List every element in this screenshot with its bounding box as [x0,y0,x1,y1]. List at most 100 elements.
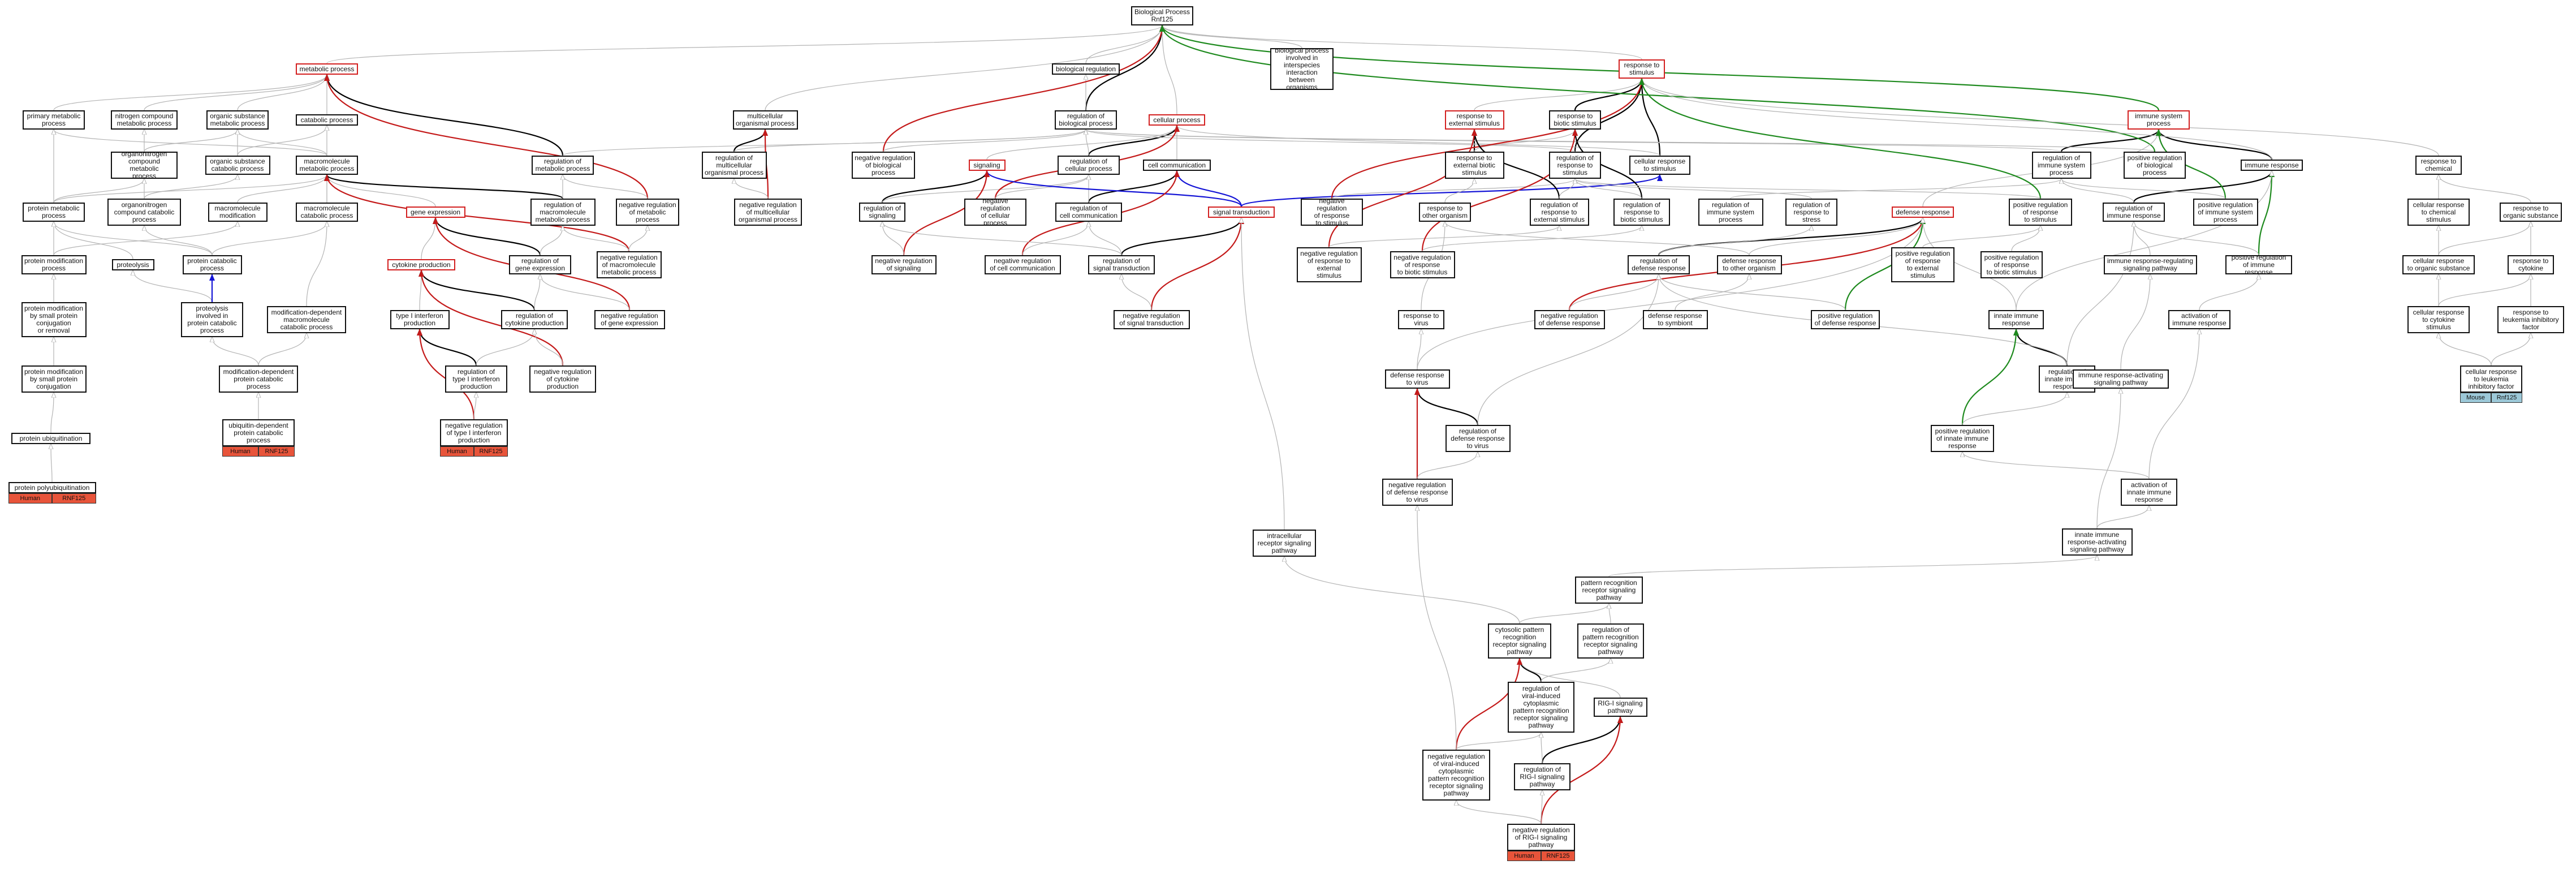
go-term-pos-reg-resp-stim: positive regulation of response to stimu… [2009,199,2072,226]
go-term-neg-reg-defense: negative regulation of defense response [1534,310,1605,329]
go-term-protein-mod-small2: protein modification by small protein co… [21,365,87,393]
go-term-neg-reg-resp-ext: negative regulation of response to exter… [1296,247,1362,282]
edge-org-sub-met-to-metabolic [237,75,327,111]
go-term-reg-defense: regulation of defense response [1628,255,1690,274]
edge-cell-resp-cytokine-to-resp-cytokine [2438,274,2531,307]
edge-reg-resp-stim-to-reg-bio [1086,130,1576,152]
go-term-reg-signaling: regulation of signaling [859,203,905,222]
edge-neg-reg-signaling-to-signaling [903,170,990,256]
edge-neg-reg-sig-trans-to-reg-sig-trans [1121,274,1152,311]
edge-reg-immune-proc-to-reg-immune-sys [1730,179,2061,199]
edge-neg-reg-type1-ifn-to-reg-type1-ifn [473,393,476,420]
edge-pos-reg-resp-stim-to-resp-stim [1639,78,2042,199]
go-term-protein-mod-small: protein modification by small protein co… [21,302,87,337]
edge-pos-reg-defense-to-reg-defense [1659,274,1846,311]
edge-innate-act-sig-to-immune-act-sig [2096,389,2121,529]
edge-cell-resp-org-sub-to-resp-org-sub [2438,222,2531,256]
go-term-immune-act-sig: immune response-activating signaling pat… [2073,369,2169,389]
gene-tag: RNF125 [52,493,96,504]
go-term-reg-cytokine: regulation of cytokine production [501,310,568,329]
edge-cytokine-prod-to-gene-expr [421,218,435,260]
go-term-macromol-cat: macromolecule catabolic process [296,203,358,222]
edge-reg-gene-expr-to-reg-macromol-met [540,226,563,256]
edge-neg-reg-viral-cyto-to-reg-viral-cyto [1456,733,1541,750]
edge-neg-reg-rigi-to-reg-rigi [1541,790,1542,824]
edge-pos-reg-resp-biotic-to-pos-reg-resp-stim [2011,226,2040,252]
edge-pos-reg-bio-to-bp [1159,25,2156,152]
edge-protein-met-to-macromol-met [53,175,327,203]
go-term-activ-innate: activation of innate immune response [2121,479,2177,506]
edge-neg-reg-signaling-to-reg-signaling [882,222,904,256]
edge-cell-resp-lif-to-cell-resp-cytokine [2439,333,2492,366]
edge-pos-reg-resp-stim-to-reg-resp-stim [1575,179,2041,199]
go-term-macromol-mod: macromolecule modification [208,203,267,222]
go-term-bioreg: biological regulation [1052,63,1120,75]
go-term-resp-other-org: response to other organism [1419,203,1471,222]
go-term-reg-bio: regulation of biological process [1055,110,1117,130]
edge-organonitrogen-met-to-org-sub-met [144,130,238,152]
go-term-defense-resp: defense response [1892,207,1954,218]
go-term-cell-resp-org-sub: cellular response to organic substance [2402,255,2475,274]
edge-sig-trans-to-cell-comm [1174,170,1242,207]
go-term-neg-reg-bio: negative regulation of biological proces… [852,152,915,179]
go-term-neg-reg-macromol: negative regulation of macromolecule met… [596,251,662,278]
edge-neg-reg-multicell-to-multicell [762,129,769,199]
edge-reg-multicell-to-reg-bio [733,130,1086,152]
go-term-prr-sig: pattern recognition receptor signaling p… [1575,577,1643,604]
go-term-neg-reg-cytokine: negative regulation of cytokine producti… [529,365,596,393]
go-term-mod-dep-macromol: modification-dependent macromolecule cat… [267,306,346,333]
edge-neg-reg-viral-cyto-to-cyto-prr [1455,658,1522,750]
go-term-resp-stim: response to stimulus [1619,59,1665,79]
go-term-neg-reg-sig-trans: negative regulation of signal transducti… [1113,310,1190,329]
edge-neg-reg-bio-to-reg-bio [883,130,1086,152]
go-term-reg-rigi: regulation of RIG-I signaling pathway [1514,763,1570,790]
edge-sig-trans-to-cell-resp-stim [1240,174,1663,208]
go-term-pos-reg-resp-biotic: positive regulation of response to bioti… [1980,251,2043,278]
edge-reg-cell-proc-to-cell-proc [1088,125,1180,156]
edge-nitrogen-met-to-metabolic [144,75,327,111]
edge-cell-proc-to-bp [1162,25,1177,115]
edge-proteolysis-cat-to-proteolysis [133,270,213,303]
edge-neg-reg-cytokine-to-reg-cytokine [534,329,563,366]
go-term-primary-met: primary metabolic process [23,110,85,130]
go-term-bp: Biological Process Rnf125 [1131,6,1193,25]
go-term-resp-org-sub: response to organic substance [2500,203,2562,222]
edge-reg-cytokine-to-cytokine-prod [418,270,536,311]
go-term-org-sub-met: organic substance metabolic process [206,110,269,130]
gene-tag: RNF125 [474,446,508,457]
go-term-proteolysis: proteolysis [111,259,154,270]
go-term-protein-mod: protein modification process [21,255,87,274]
edge-neg-reg-viral-cyto-to-neg-reg-defense-virus [1417,506,1457,750]
edge-pos-reg-resp-ext-to-pos-reg-resp-stim [1922,226,2040,248]
edge-pos-reg-immune-sys-to-immune-sys [2156,129,2227,199]
edge-neg-reg-gene-expr-to-reg-gene-expr [540,274,630,311]
edge-reg-defense-virus-to-reg-defense [1477,274,1659,425]
go-term-reg-met: regulation of metabolic process [532,156,594,175]
go-term-reg-gene-expr: regulation of gene expression [509,255,571,274]
edge-immune-resp-to-resp-stim [1642,79,2272,160]
go-term-innate-act-sig: innate immune response-activating signal… [2061,528,2133,556]
edge-protein-met-to-organonitrogen-met [53,179,144,203]
edge-protein-cat-to-organonitrogen-cat [144,226,213,256]
go-term-reg-cell-proc2: negative regulation of cellular process [964,199,1026,226]
go-term-interspecies: biological process involved in interspec… [1270,48,1334,90]
edge-innate-immune-to-defense-resp [1923,218,2017,311]
edge-reg-cytokine-to-reg-gene-expr [534,274,540,311]
edge-activ-immune-to-pos-reg-immune-resp [2199,274,2259,311]
edge-resp-stim-to-bp [1162,25,1642,60]
go-term-cell-resp-lif: cellular response to leukemia inhibitory… [2460,365,2522,393]
go-term-reg-multicell: regulation of multicellular organismal p… [701,152,767,179]
go-term-reg-viral-cyto: regulation of viral-induced cytoplasmic … [1508,682,1574,733]
edge-neg-reg-rigi-to-rigi-sig [1540,716,1623,824]
go-term-reg-resp-stress: regulation of response to stress [1785,199,1837,226]
edge-defense-symbiont-to-resp-other2 [1675,274,1749,311]
edge-macromol-met-to-primary-met [54,130,327,156]
go-term-resp-lif: response to leukemia inhibitory factor [2497,306,2564,333]
go-term-protein-met: protein metabolic process [23,203,85,222]
go-term-org-sub-cat: organic substance catabolic process [205,156,270,175]
go-term-cell-comm: cell communication [1143,160,1211,171]
